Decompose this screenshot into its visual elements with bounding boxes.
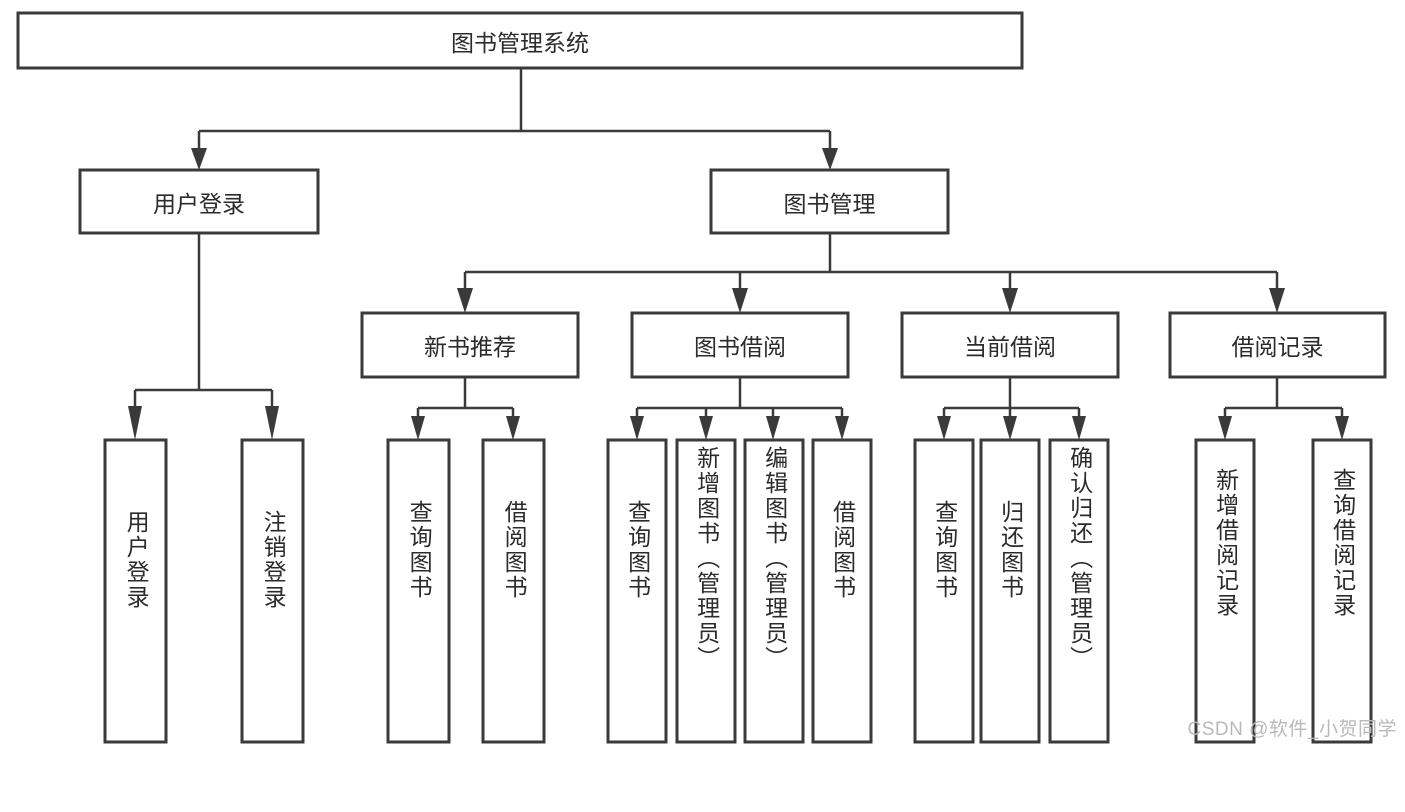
node-leaf-user-login[interactable] bbox=[103, 438, 168, 744]
hierarchy-diagram bbox=[16, 11, 1387, 744]
node-leaf-query-record[interactable] bbox=[1311, 438, 1373, 744]
node-leaf-logout-login[interactable] bbox=[240, 438, 305, 744]
arrow-head-icon bbox=[1269, 288, 1285, 313]
node-book-management[interactable] bbox=[709, 168, 950, 235]
connector-userlogin-to-leaves bbox=[128, 233, 279, 440]
node-leaf-edit-book[interactable] bbox=[743, 438, 805, 744]
arrow-head-icon bbox=[630, 416, 644, 440]
arrow-head-icon bbox=[1003, 416, 1017, 440]
connector-bookmgmt-to-level3 bbox=[457, 233, 1285, 313]
connector-borrowrecord-to-leaves bbox=[1218, 377, 1349, 440]
diagram-canvas-container: 图书管理系统 用户登录 图书管理 新书推荐 图书借阅 当前借阅 借阅记录 用户登… bbox=[16, 11, 1397, 744]
node-leaf-confirm-return[interactable] bbox=[1048, 438, 1110, 744]
arrow-head-icon bbox=[506, 416, 520, 440]
node-book-borrow[interactable] bbox=[630, 311, 850, 379]
node-user-login[interactable] bbox=[78, 168, 320, 235]
arrow-head-icon bbox=[835, 416, 849, 440]
node-leaf-add-record[interactable] bbox=[1194, 438, 1256, 744]
arrow-head-icon bbox=[699, 416, 713, 440]
arrow-head-icon bbox=[1335, 416, 1349, 440]
connector-newbook-to-leaves bbox=[411, 377, 520, 440]
node-root[interactable] bbox=[16, 11, 1024, 70]
arrow-head-icon bbox=[191, 148, 207, 170]
connector-root-to-level2 bbox=[191, 68, 838, 170]
node-borrow-record[interactable] bbox=[1168, 311, 1387, 379]
arrow-head-icon bbox=[822, 148, 838, 170]
node-leaf-add-book[interactable] bbox=[675, 438, 737, 744]
arrow-head-icon bbox=[128, 406, 142, 440]
arrow-head-icon bbox=[411, 416, 425, 440]
node-leaf-borrow-book-2[interactable] bbox=[811, 438, 873, 744]
arrow-head-icon bbox=[1072, 416, 1086, 440]
arrow-head-icon bbox=[265, 406, 279, 440]
node-leaf-return-book[interactable] bbox=[979, 438, 1041, 744]
arrow-head-icon bbox=[1002, 288, 1018, 313]
arrow-head-icon bbox=[457, 288, 473, 313]
connector-currentborrow-to-leaves bbox=[937, 377, 1086, 440]
connector-bookborrow-to-leaves bbox=[630, 377, 849, 440]
arrow-head-icon bbox=[1218, 416, 1232, 440]
arrow-head-icon bbox=[937, 416, 951, 440]
node-leaf-borrow-book-1[interactable] bbox=[481, 438, 546, 744]
node-new-book-recommend[interactable] bbox=[360, 311, 580, 379]
arrow-head-icon bbox=[766, 416, 780, 440]
node-current-borrow[interactable] bbox=[900, 311, 1120, 379]
node-leaf-query-book-3[interactable] bbox=[913, 438, 975, 744]
watermark-text: CSDN @软件_小贺同学 bbox=[1187, 719, 1397, 740]
arrow-head-icon bbox=[732, 288, 748, 313]
node-leaf-query-book-1[interactable] bbox=[386, 438, 451, 744]
node-leaf-query-book-2[interactable] bbox=[606, 438, 668, 744]
